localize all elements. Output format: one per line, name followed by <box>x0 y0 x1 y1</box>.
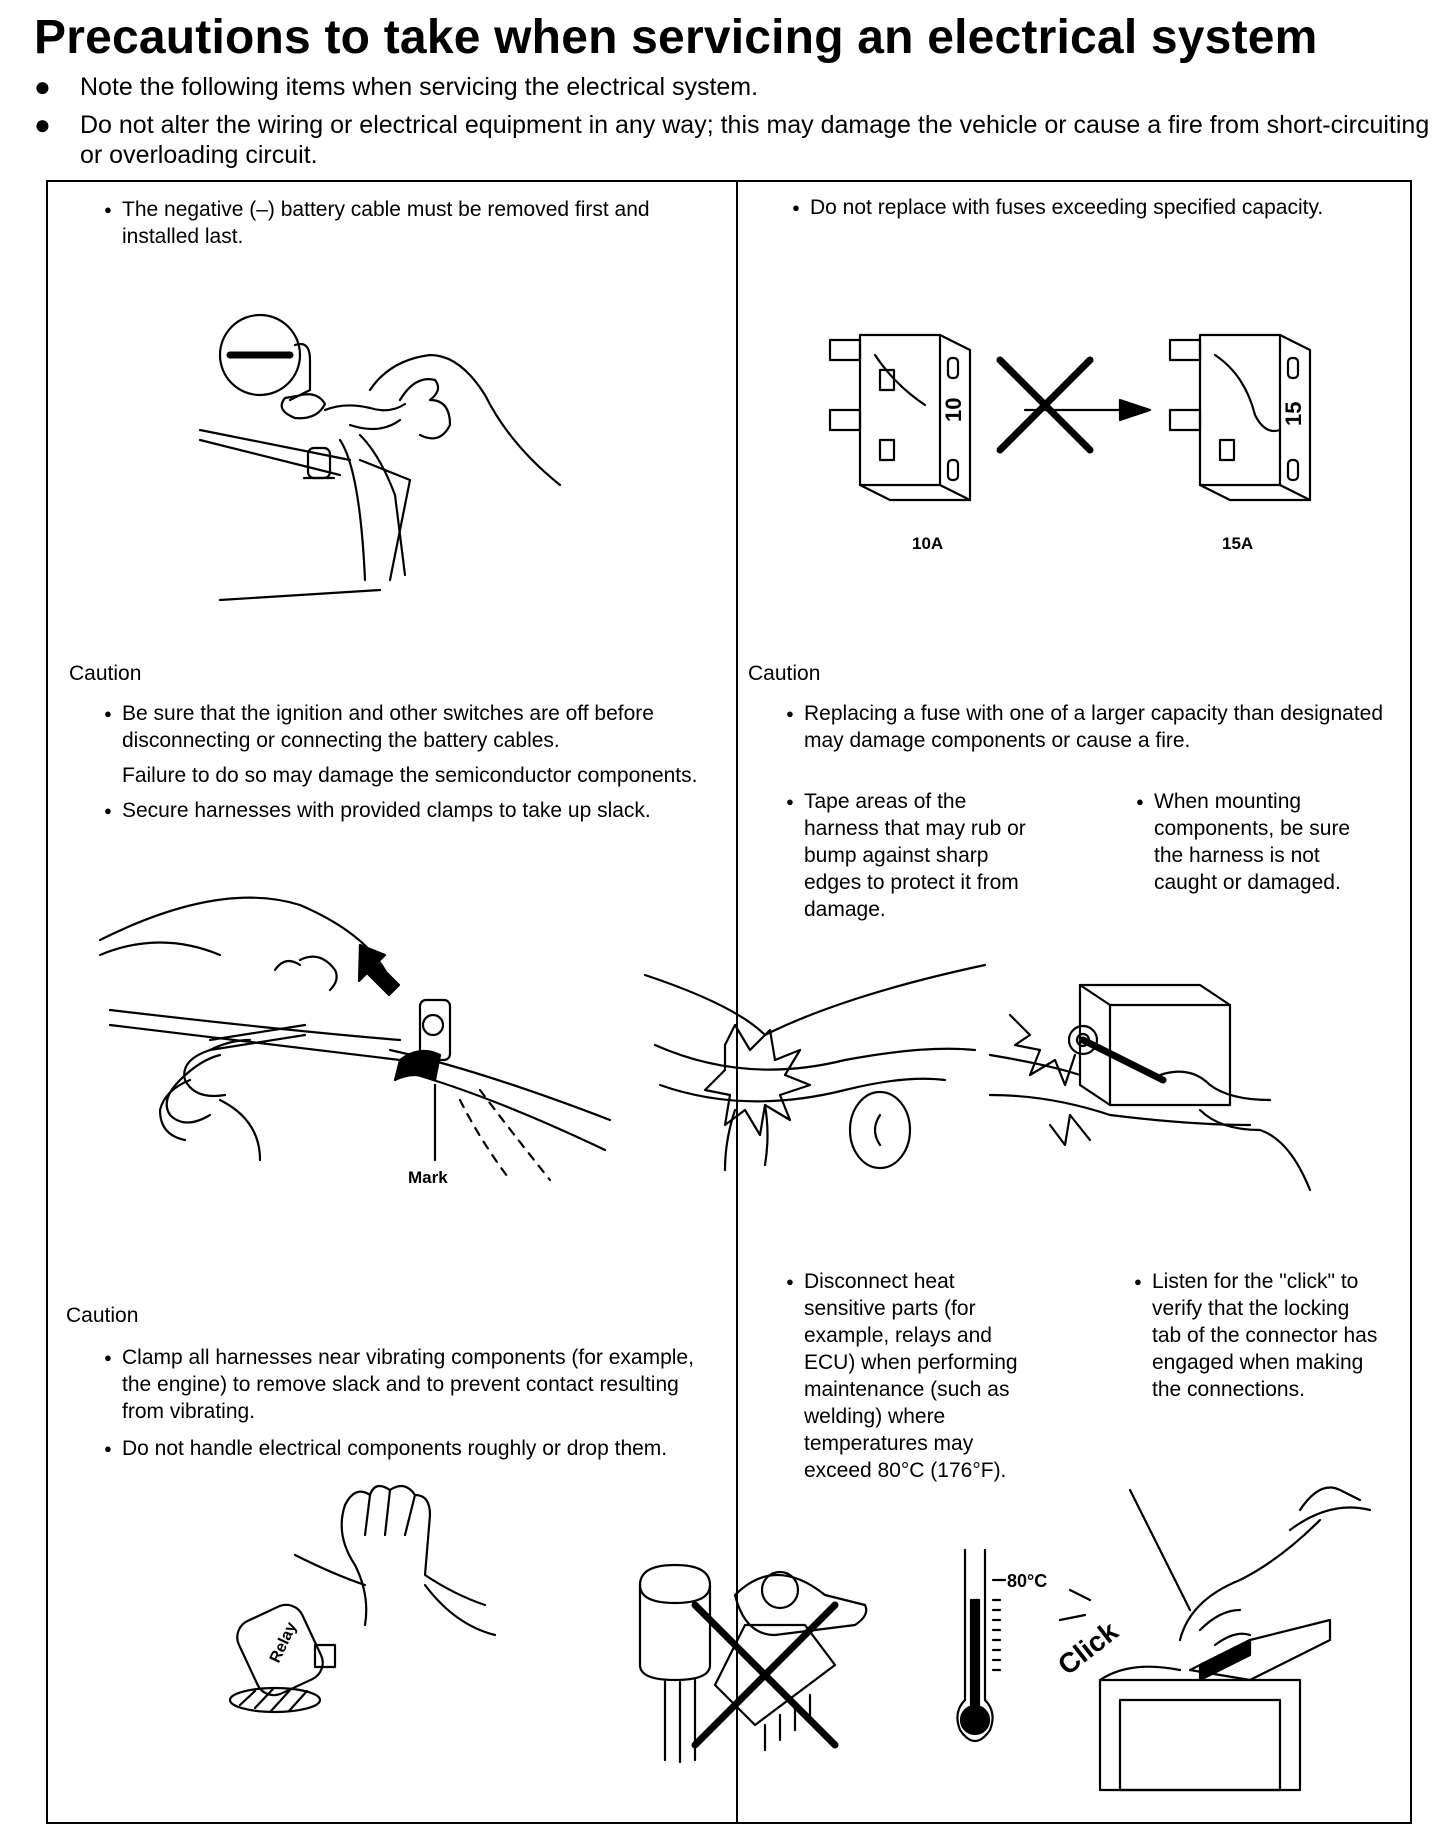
mounting-note: When mounting components, be sure the ha… <box>1136 788 1366 896</box>
intro-list: ● Note the following items when servicin… <box>34 72 1434 178</box>
battery-cable-illustration <box>198 313 562 602</box>
intro-item: ● Do not alter the wiring or electrical … <box>34 110 1434 170</box>
fuse-caution-list: Replacing a fuse with one of a larger ca… <box>786 700 1416 754</box>
intro-item: ● Note the following items when servicin… <box>34 72 1434 102</box>
heat-sensitive-parts-illustration <box>638 1563 868 1764</box>
mounting-harness-illustration <box>988 983 1312 1192</box>
caution1-list: Be sure that the ignition and other swit… <box>104 700 722 824</box>
fuse-comparison-illustration: 10 15 <box>828 333 1312 502</box>
tape-note: Tape areas of the harness that may rub o… <box>786 788 1026 923</box>
clamp-illustration <box>98 896 612 1182</box>
intro-text: Do not alter the wiring or electrical eq… <box>80 111 1430 169</box>
column-divider <box>736 180 738 1822</box>
fuse-10a-icon: 10 <box>828 333 972 502</box>
caution2-list: Clamp all harnesses near vibrating compo… <box>104 1344 722 1462</box>
heat-note: Disconnect heat sensitive parts (for exa… <box>786 1268 1036 1484</box>
bullet-icon: ● <box>34 71 51 102</box>
click-note: Listen for the "click" to verify that th… <box>1134 1268 1384 1403</box>
drop-relay-illustration: Relay <box>228 1484 497 1714</box>
caution-label: Caution <box>69 662 142 685</box>
intro-text: Note the following items when servicing … <box>80 73 759 101</box>
page-title: Precautions to take when servicing an el… <box>34 11 1318 64</box>
caution-label: Caution <box>748 662 821 685</box>
caution-label: Caution <box>66 1304 139 1327</box>
battery-note: The negative (–) battery cable must be r… <box>104 196 704 250</box>
thermometer-illustration: 80°C <box>956 1548 1047 1743</box>
fuse-15-value: 15 <box>1281 402 1306 426</box>
tape-harness-illustration <box>643 963 987 1172</box>
mark-label: Mark <box>408 1168 448 1187</box>
click-label: Click <box>1052 1615 1124 1681</box>
fuse-15a-label: 15A <box>1222 534 1254 553</box>
fuse-10-value: 10 <box>941 398 966 422</box>
bullet-icon: ● <box>34 109 51 140</box>
content-frame <box>46 180 1412 1824</box>
thermometer-label: 80°C <box>1007 1571 1047 1591</box>
relay-label: Relay <box>267 1620 300 1666</box>
fuse-10a-label: 10A <box>912 534 944 553</box>
connector-click-illustration: Click <box>1052 1486 1372 1792</box>
fuse-note: Do not replace with fuses exceeding spec… <box>792 194 1412 221</box>
fuse-15a-icon: 15 <box>1168 333 1312 502</box>
